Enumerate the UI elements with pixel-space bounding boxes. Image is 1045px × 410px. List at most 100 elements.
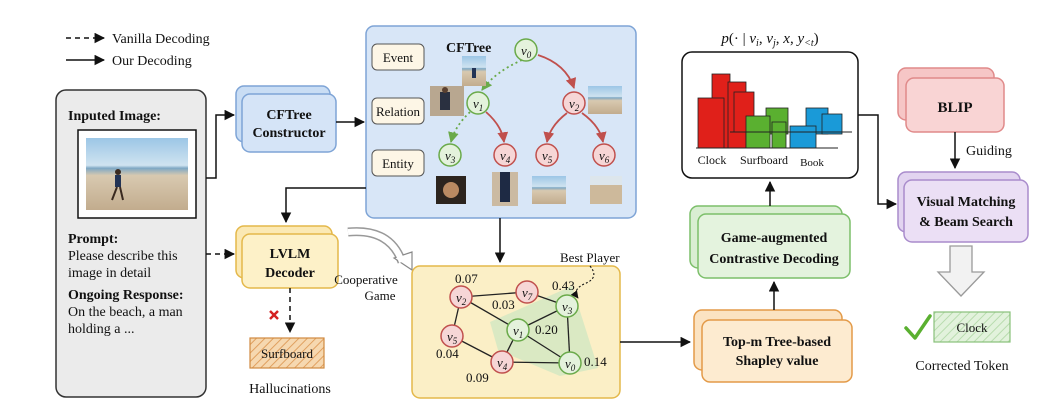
cftree-constructor-box: CFTree Constructor <box>235 85 337 153</box>
visual-matching-box: Visual Matching & Beam Search <box>897 171 1029 243</box>
edge-v0-v2 <box>537 54 577 90</box>
level-entity: Entity <box>382 156 414 171</box>
tree-node-v4: v4 <box>493 143 517 167</box>
prompt-title: Prompt: <box>68 232 118 247</box>
thumb-relation-v1 <box>430 86 464 116</box>
shapley-box: Top-m Tree-based Shapley value <box>693 309 853 383</box>
svg-text:v5: v5 <box>447 329 458 346</box>
svg-text:v5: v5 <box>542 148 553 165</box>
hallucinations-label: Hallucinations <box>249 382 331 397</box>
edge-v2-v5 <box>543 112 568 144</box>
svg-text:v4: v4 <box>497 355 508 372</box>
game-node-v3: v3 <box>555 294 579 318</box>
svg-text:v2: v2 <box>456 290 467 307</box>
best-player-arrow <box>570 265 595 299</box>
value-v5: 0.04 <box>436 346 459 361</box>
prompt-line-1: Please describe this <box>68 249 178 264</box>
cat-book: Book <box>800 157 824 169</box>
cooperative-game-line-1: Cooperative <box>334 272 398 287</box>
cftree-title: CFTree <box>446 41 491 56</box>
arrow-chart-to-matching <box>858 114 898 210</box>
shapley-line-1: Top-m Tree-based <box>723 335 831 350</box>
prob-chart-panel: p(· | vi, vj, x, y<t) Clock Surfboard Bo… <box>681 31 859 179</box>
cat-clock: Clock <box>698 153 727 167</box>
shapley-line-2: Shapley value <box>736 354 819 369</box>
game-node-v7: v7 <box>515 280 539 304</box>
svg-text:v2: v2 <box>569 96 580 113</box>
thumb-entity-v4 <box>492 172 518 206</box>
decoder-line-1: LVLM <box>270 247 311 262</box>
thumb-entity-v6 <box>590 176 622 204</box>
game-node-v4: v4 <box>490 350 514 374</box>
cat-surfboard: Surfboard <box>740 153 788 167</box>
legend-vanilla: Vanilla Decoding <box>112 32 210 47</box>
prompt-line-2: image in detail <box>68 266 151 281</box>
inputed-image-title: Inputed Image: <box>68 109 161 124</box>
svg-text:Clock: Clock <box>956 320 988 335</box>
edge-v2-v6 <box>581 112 607 144</box>
guiding-label: Guiding <box>966 144 1012 159</box>
game-node-v2: v2 <box>449 285 473 309</box>
down-arrow-icon <box>936 245 986 297</box>
best-player-label: Best Player <box>560 250 620 265</box>
svg-text:v0: v0 <box>521 43 532 60</box>
tree-node-v1: v1 <box>466 91 490 115</box>
svg-text:v1: v1 <box>473 96 483 113</box>
tree-node-v0: v0 <box>514 38 538 62</box>
beach-photo <box>86 138 188 210</box>
svg-text:v7: v7 <box>522 285 533 302</box>
matching-line-2: & Beam Search <box>919 215 1013 230</box>
clock-token: Clock <box>933 311 1011 343</box>
cftree-panel: CFTree Event Relation Entity v0 v1 v2 v <box>365 25 637 219</box>
contrastive-line-1: Game-augmented <box>721 231 828 246</box>
svg-text:v1: v1 <box>513 323 523 340</box>
bar-surfboard-right <box>771 121 787 149</box>
legend: Vanilla Decoding Our Decoding <box>66 32 210 69</box>
bar-book-front <box>789 125 817 149</box>
svg-text:v3: v3 <box>562 299 573 316</box>
value-v4: 0.09 <box>466 370 489 385</box>
arrow-cftree-to-decoder <box>280 187 366 224</box>
svg-text:v6: v6 <box>599 148 610 165</box>
prob-formula: p(· | vi, vj, x, y<t) <box>720 31 818 49</box>
svg-text:Surfboard: Surfboard <box>261 346 313 361</box>
value-v1: 0.20 <box>535 322 558 337</box>
response-line-2: holding a ... <box>68 322 135 337</box>
constructor-line-1: CFTree <box>266 108 311 123</box>
value-v0: 0.14 <box>584 354 607 369</box>
arrow-input-to-constructor <box>206 109 236 179</box>
value-v2: 0.07 <box>455 271 478 286</box>
blip-box: BLIP <box>897 67 1005 133</box>
legend-ours: Our Decoding <box>112 54 192 69</box>
tree-node-v5: v5 <box>535 143 559 167</box>
tree-node-v2: v2 <box>562 91 586 115</box>
input-panel: Inputed Image: Prompt: Please describe t… <box>55 89 207 398</box>
level-relation: Relation <box>376 104 421 119</box>
thumb-entity-v3 <box>436 176 466 204</box>
lvlm-decoder-box: LVLM Decoder <box>235 225 339 289</box>
game-node-v1: v1 <box>506 318 530 342</box>
contrastive-line-2: Contrastive Decoding <box>709 252 839 267</box>
tree-node-v6: v6 <box>592 143 616 167</box>
edge-v1-v4 <box>485 111 509 144</box>
decoder-line-2: Decoder <box>265 266 315 281</box>
bar-clock-mid <box>697 97 725 149</box>
game-node-v5: v5 <box>440 324 464 348</box>
svg-text:v3: v3 <box>445 148 456 165</box>
response-title: Ongoing Response: <box>68 288 184 303</box>
level-event: Event <box>383 50 414 65</box>
thumb-relation-v2 <box>588 86 622 114</box>
cooperative-game-line-2: Game <box>364 288 395 303</box>
response-line-1: On the beach, a man <box>68 305 183 320</box>
game-graph-panel: v2 v7 v3 v1 v5 v4 v0 0.07 0.03 0.43 <box>411 250 621 399</box>
matching-line-1: Visual Matching <box>917 195 1016 210</box>
checkmark-icon <box>904 314 932 340</box>
thumb-entity-v5 <box>532 176 566 204</box>
edge-v0-v1 <box>481 59 523 91</box>
surfboard-token: Surfboard <box>249 337 325 369</box>
corrected-token-label: Corrected Token <box>915 359 1008 374</box>
constructor-line-2: Constructor <box>252 126 325 141</box>
svg-text:v4: v4 <box>500 148 511 165</box>
contrastive-box: Game-augmented Contrastive Decoding <box>689 205 851 279</box>
